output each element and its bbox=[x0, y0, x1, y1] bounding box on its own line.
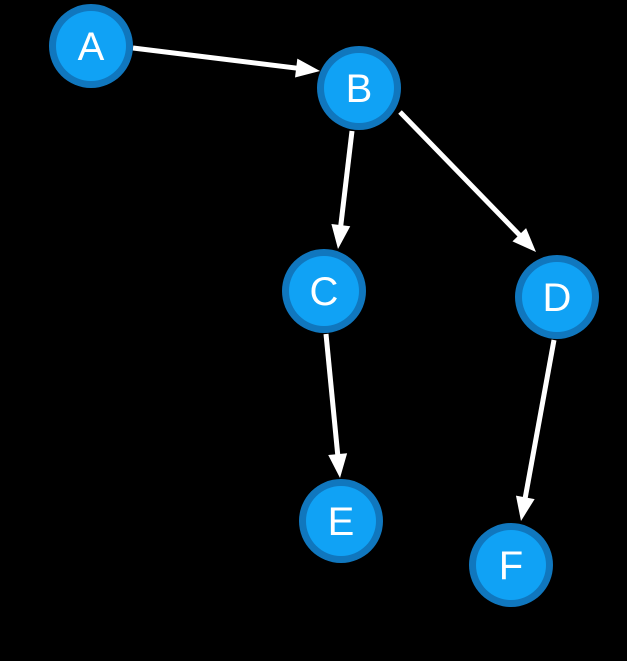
edge-line bbox=[398, 110, 524, 239]
edge-line bbox=[132, 45, 300, 71]
graph-node-d[interactable]: D bbox=[515, 255, 599, 339]
arrowhead-icon bbox=[512, 228, 536, 252]
arrowhead-icon bbox=[328, 453, 348, 478]
edge-line bbox=[323, 333, 341, 458]
edge-b-c[interactable] bbox=[331, 130, 355, 249]
edge-a-b[interactable] bbox=[132, 45, 320, 78]
node-fill bbox=[476, 530, 546, 600]
arrowhead-icon bbox=[295, 58, 320, 78]
edge-c-e[interactable] bbox=[323, 333, 348, 478]
edge-b-d[interactable] bbox=[398, 110, 536, 252]
node-fill bbox=[306, 486, 376, 556]
node-label: D bbox=[543, 276, 572, 320]
node-fill bbox=[324, 53, 394, 123]
graph-node-c[interactable]: C bbox=[282, 249, 366, 333]
node-fill bbox=[289, 256, 359, 326]
node-fill bbox=[522, 262, 592, 332]
node-label: F bbox=[499, 544, 523, 588]
arrowhead-icon bbox=[515, 495, 535, 521]
arrowhead-icon bbox=[331, 224, 351, 249]
edge-line bbox=[337, 130, 355, 229]
graph-node-b[interactable]: B bbox=[317, 46, 401, 130]
graph-node-a[interactable]: A bbox=[49, 4, 133, 88]
node-fill bbox=[56, 11, 126, 81]
node-label: C bbox=[310, 270, 339, 314]
edges-layer bbox=[132, 45, 557, 521]
edge-d-f[interactable] bbox=[515, 339, 557, 521]
graph-node-e[interactable]: E bbox=[299, 479, 383, 563]
node-label: E bbox=[328, 500, 355, 544]
edge-line bbox=[522, 339, 557, 501]
nodes-layer: A B C D E F bbox=[49, 4, 599, 607]
node-label: A bbox=[78, 25, 105, 69]
graph-node-f[interactable]: F bbox=[469, 523, 553, 607]
node-label: B bbox=[346, 67, 373, 111]
